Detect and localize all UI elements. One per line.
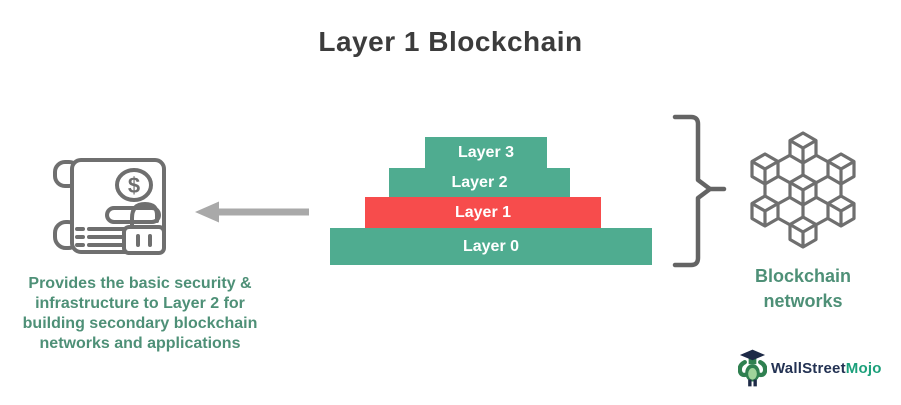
brace-icon <box>671 113 727 269</box>
pyramid-layer-1: Layer 1 <box>365 197 601 228</box>
pyramid-layer-0: Layer 0 <box>330 228 652 265</box>
pyramid-layer-0-label: Layer 0 <box>462 237 520 255</box>
left-arrow-icon <box>195 200 309 224</box>
blockchain-network-icon <box>744 131 862 251</box>
logo-text-accent: Mojo <box>845 359 882 377</box>
pyramid-layer-2: Layer 2 <box>389 168 570 197</box>
wallstreetmojo-logo: WallStreetMojo <box>738 349 882 387</box>
scroll-dollar-lock-icon: $ <box>52 155 168 259</box>
pyramid-layer-1-label: Layer 1 <box>454 203 512 221</box>
blockchain-networks-label: Blockchain networks <box>754 266 852 312</box>
logo-text-primary: WallStreet <box>771 359 846 377</box>
wallstreetmojo-wordmark: WallStreetMojo <box>771 360 882 377</box>
wallstreetmojo-mascot-icon <box>738 349 767 387</box>
pyramid-layer-3-label: Layer 3 <box>457 143 515 161</box>
layer1-description: Provides the basic security & infrastruc… <box>22 275 258 352</box>
page-title: Layer 1 Blockchain <box>318 26 583 57</box>
dollar-glyph: $ <box>128 173 140 198</box>
pyramid-layer-3: Layer 3 <box>425 137 547 168</box>
pyramid-layer-2-label: Layer 2 <box>451 173 508 191</box>
